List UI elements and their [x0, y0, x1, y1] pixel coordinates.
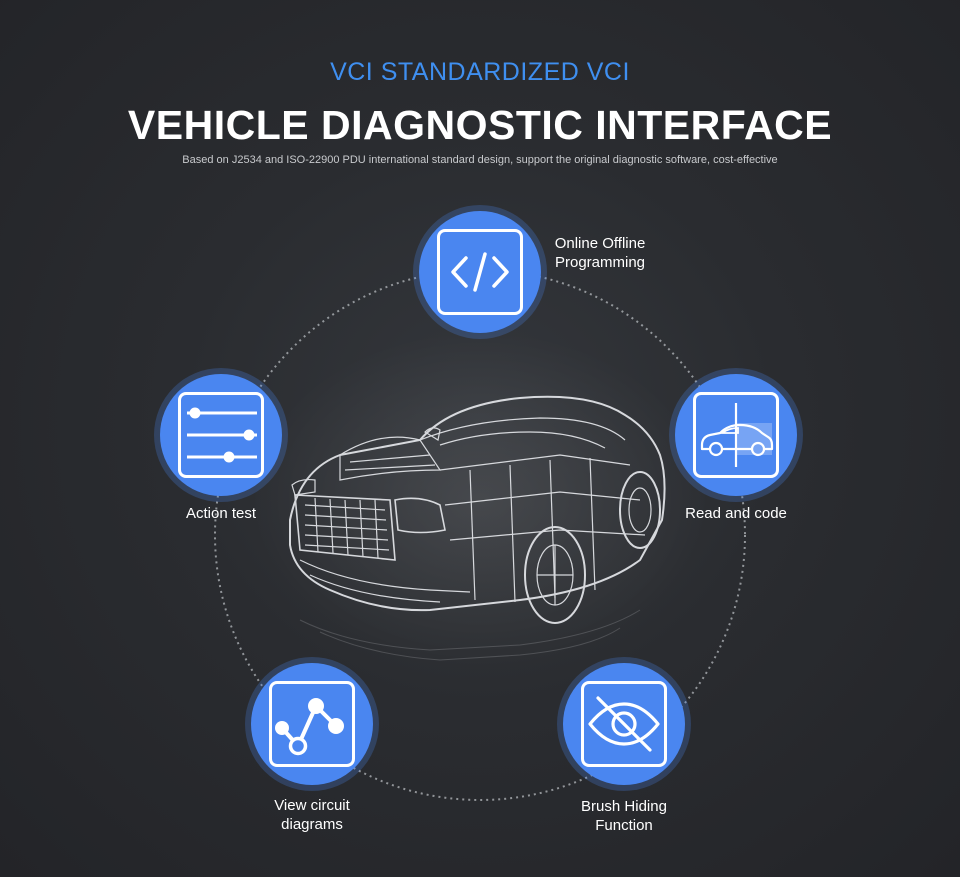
feature-action-test[interactable] [160, 374, 282, 496]
car-wireframe-icon [289, 395, 666, 624]
feature-frame [581, 681, 667, 767]
page-title: VEHICLE DIAGNOSTIC INTERFACE [127, 102, 833, 148]
label-line-1: Read and code [685, 505, 787, 522]
feature-frame [693, 392, 779, 478]
label-line-1: Brush Hiding [581, 798, 667, 815]
feature-label-brush-hiding: Brush Hiding Function [559, 797, 689, 835]
feature-online-offline-programming[interactable] [419, 211, 541, 333]
car-scan-icon [700, 403, 774, 467]
header-subtitle: VCI STANDARDIZED VCI [330, 58, 630, 86]
eye-slash-icon [588, 696, 660, 752]
header-description: Based on J2534 and ISO-22900 PDU interna… [182, 154, 778, 166]
label-line-2: diagrams [281, 816, 343, 833]
label-line-1: Online Offline [554, 235, 646, 252]
label-line-2: Function [595, 817, 653, 834]
sliders-icon [187, 407, 257, 463]
feature-label-action-test: Action test [160, 504, 282, 523]
feature-brush-hiding-function[interactable] [563, 663, 685, 785]
feature-frame [269, 681, 355, 767]
code-icon [451, 252, 509, 292]
feature-frame [178, 392, 264, 478]
feature-label-circuit-diagrams: View circuit diagrams [247, 796, 377, 834]
label-line-1: Action test [185, 505, 257, 522]
feature-frame [437, 229, 523, 315]
feature-read-and-code[interactable] [675, 374, 797, 496]
circuit-graph-icon [275, 698, 344, 756]
feature-view-circuit-diagrams[interactable] [251, 663, 373, 785]
label-line-1: View circuit [274, 797, 350, 814]
label-line-2: Programming [554, 254, 646, 271]
feature-label-programming: Online Offline Programming [540, 234, 660, 272]
feature-label-read-and-code: Read and code [670, 504, 802, 523]
